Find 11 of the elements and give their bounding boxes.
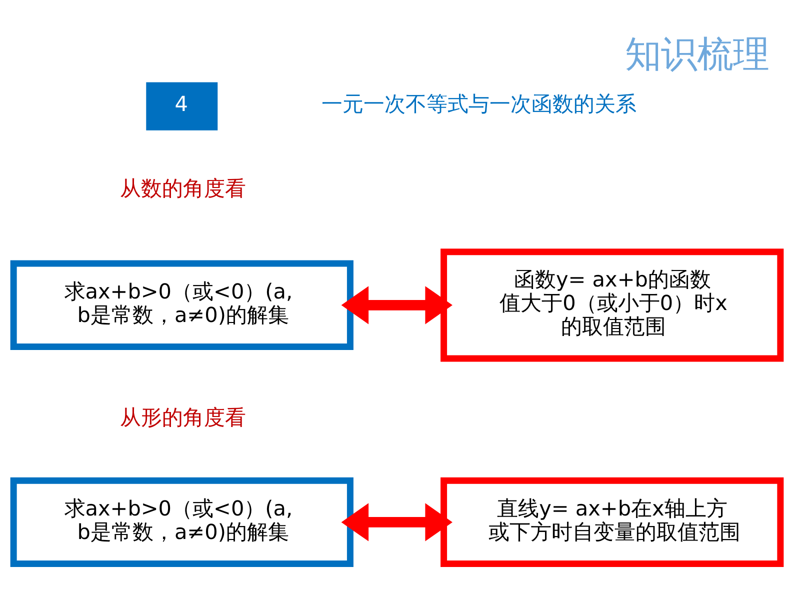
node-box: 求ax+b>0（或<0）(a, b是常数，a≠0)的解集 (10, 477, 354, 568)
node-box: 直线y= ax+b在x轴上方或下方时自变量的取值范围 (440, 477, 784, 568)
label: 4 (174, 92, 188, 116)
diagram-title: 知识梳理 (625, 32, 770, 76)
label: 一元一次不等式与一次函数的关系 (322, 92, 637, 116)
arrow (341, 503, 452, 542)
arrow (341, 286, 452, 324)
node-box: 函数y= ax+b的函数值大于0（或小于0）时x的取值范围 (440, 248, 784, 362)
label: 从数的角度看 (120, 176, 246, 201)
label: 从形的角度看 (120, 405, 246, 430)
node-box: 求ax+b>0（或<0）(a, b是常数，a≠0)的解集 (10, 260, 354, 350)
